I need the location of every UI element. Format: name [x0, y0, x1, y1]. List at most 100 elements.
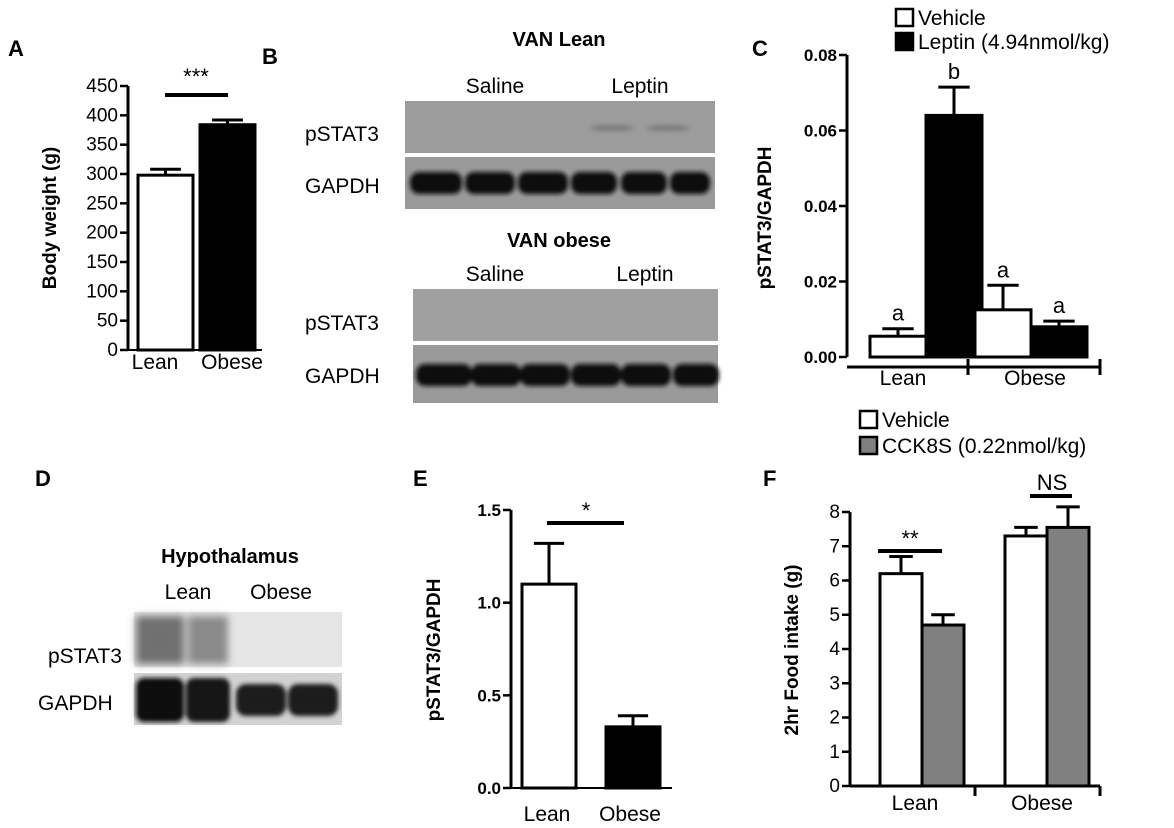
chart-a-bar	[136, 173, 195, 352]
blot-b-top-pstat3-bands	[590, 125, 690, 131]
chart-a-cat-lean: Lean	[132, 351, 179, 374]
blot-d-pstat3-bands	[136, 616, 228, 664]
chart-f-ytick-label: 1	[829, 742, 840, 763]
chart-f-ytick-label: 5	[829, 605, 840, 626]
chart-c-ytick-label: 0.00	[804, 348, 837, 367]
chart-c-letter-label: a	[1053, 293, 1066, 318]
chart-c-cat-obese: Obese	[1004, 367, 1066, 390]
blot-d: Hypothalamus Lean Obese pSTAT3 GAPDH	[38, 546, 342, 725]
chart-a-ytick-label: 250	[86, 193, 118, 214]
blot-band	[571, 172, 617, 194]
blot-band	[410, 172, 462, 194]
blot-b-bottom-row1-label: pSTAT3	[305, 312, 379, 335]
chart-c-legend: Vehicle Leptin (4.94nmol/kg)	[894, 7, 1109, 54]
blot-band	[621, 172, 667, 194]
blot-band	[621, 364, 671, 386]
chart-c-legend-swatch-leptin	[894, 31, 915, 52]
blot-b-bottom-gapdh-bands	[416, 364, 719, 386]
blot-band	[520, 364, 570, 386]
chart-f-ytick-label: 0	[829, 776, 840, 797]
chart-f-cat-lean: Lean	[892, 792, 939, 815]
chart-f-ytick-label: 4	[829, 639, 840, 660]
blot-d-row1-label: pSTAT3	[48, 645, 122, 668]
chart-e-ytick-label: 1.5	[477, 501, 501, 520]
chart-c-letter-label: a	[892, 301, 905, 326]
blot-b-top-row2-label: GAPDH	[305, 175, 380, 198]
chart-f-bar	[1003, 534, 1049, 788]
blot-b-top-saline: Saline	[466, 75, 524, 98]
chart-c-bar	[924, 113, 984, 359]
blot-d-obese: Obese	[250, 581, 312, 604]
chart-f-legend-cck: CCK8S (0.22nmol/kg)	[882, 435, 1086, 458]
chart-f-legend-vehicle: Vehicle	[882, 409, 950, 432]
chart-c-ylabel: pSTAT3/GAPDH	[755, 147, 776, 290]
chart-e-bar	[520, 582, 578, 790]
chart-e: pSTAT3/GAPDH 0.00.51.01.5 Lean Obese *	[424, 498, 672, 826]
chart-e-bar	[604, 725, 662, 790]
chart-f-significance-lean: **	[901, 526, 919, 551]
chart-a-ytick-label: 400	[86, 105, 118, 126]
panel-letter-c: C	[752, 36, 768, 61]
chart-c-ytick-label: 0.04	[804, 197, 838, 216]
chart-f-bar	[1045, 525, 1091, 788]
blot-b-bottom-title: VAN obese	[507, 230, 611, 252]
chart-a-bar	[198, 123, 257, 352]
chart-c-ytick-label: 0.02	[804, 273, 837, 292]
blot-band	[571, 364, 621, 386]
blot-b: VAN Lean Saline Leptin pSTAT3 GAPDH VAN …	[305, 29, 719, 403]
chart-e-ytick-label: 1.0	[477, 594, 501, 613]
blot-d-lean: Lean	[165, 581, 212, 604]
panel-letter-d: D	[35, 466, 51, 491]
chart-f-legend-swatch-vehicle	[858, 409, 879, 430]
chart-c-letter-label: b	[948, 59, 960, 84]
chart-e-ytick-label: 0.5	[477, 686, 501, 705]
chart-c-bar	[868, 334, 928, 359]
chart-f-ylabel: 2hr Food intake (g)	[782, 565, 803, 736]
blot-b-top-leptin: Leptin	[611, 75, 668, 98]
chart-f: Vehicle CCK8S (0.22nmol/kg) 2hr Food int…	[782, 409, 1102, 815]
chart-c-cat-lean: Lean	[880, 367, 927, 390]
blot-band	[518, 172, 568, 194]
chart-c-letter-label: a	[997, 257, 1010, 282]
chart-a-ytick-label: 100	[86, 281, 118, 302]
chart-f-ytick-label: 7	[829, 536, 840, 557]
chart-a-ytick-label: 450	[86, 76, 118, 97]
blot-band	[465, 172, 515, 194]
chart-f-bar	[878, 572, 924, 788]
chart-c-ytick-label: 0.08	[804, 46, 837, 65]
chart-f-legend: Vehicle CCK8S (0.22nmol/kg)	[858, 409, 1086, 458]
chart-e-ytick-label: 0.0	[477, 779, 501, 798]
blot-band	[673, 364, 719, 386]
blot-b-top-gapdh-bands	[410, 172, 710, 194]
chart-a-significance: ***	[183, 64, 209, 89]
chart-c-legend-vehicle: Vehicle	[918, 7, 986, 30]
blot-b-bottom-leptin: Leptin	[616, 263, 673, 286]
blot-band	[471, 364, 521, 386]
chart-e-ylabel: pSTAT3/GAPDH	[424, 579, 445, 722]
chart-a-ylabel: Body weight (g)	[40, 147, 61, 289]
chart-e-cat-obese: Obese	[599, 803, 661, 826]
chart-c-legend-leptin: Leptin (4.94nmol/kg)	[918, 31, 1109, 54]
chart-f-legend-swatch-cck	[858, 435, 879, 456]
chart-f-cat-obese: Obese	[1011, 792, 1073, 815]
chart-a-ytick-label: 50	[97, 311, 118, 332]
chart-c-ytick-label: 0.06	[804, 122, 837, 141]
chart-c-bar	[973, 308, 1033, 359]
panel-letter-b: B	[262, 44, 278, 69]
chart-a-ytick-label: 0	[107, 340, 118, 361]
chart-f-significance-obese: NS	[1037, 470, 1068, 495]
blot-b-bottom-pstat3-strip	[413, 289, 718, 341]
chart-f-ytick-label: 8	[829, 502, 840, 523]
blot-b-top-title: VAN Lean	[513, 29, 606, 51]
blot-b-top-row1-label: pSTAT3	[305, 123, 379, 146]
chart-f-bar	[920, 623, 966, 788]
chart-a-cat-obese: Obese	[201, 351, 263, 374]
chart-a-ytick-label: 300	[86, 164, 118, 185]
chart-a-ytick-label: 200	[86, 223, 118, 244]
panel-letter-a: A	[8, 36, 24, 61]
chart-f-ytick-label: 2	[829, 708, 840, 729]
chart-a-ytick-label: 150	[86, 252, 118, 273]
blot-band	[670, 172, 710, 194]
panel-letter-e: E	[413, 466, 428, 491]
chart-e-cat-lean: Lean	[524, 803, 571, 826]
